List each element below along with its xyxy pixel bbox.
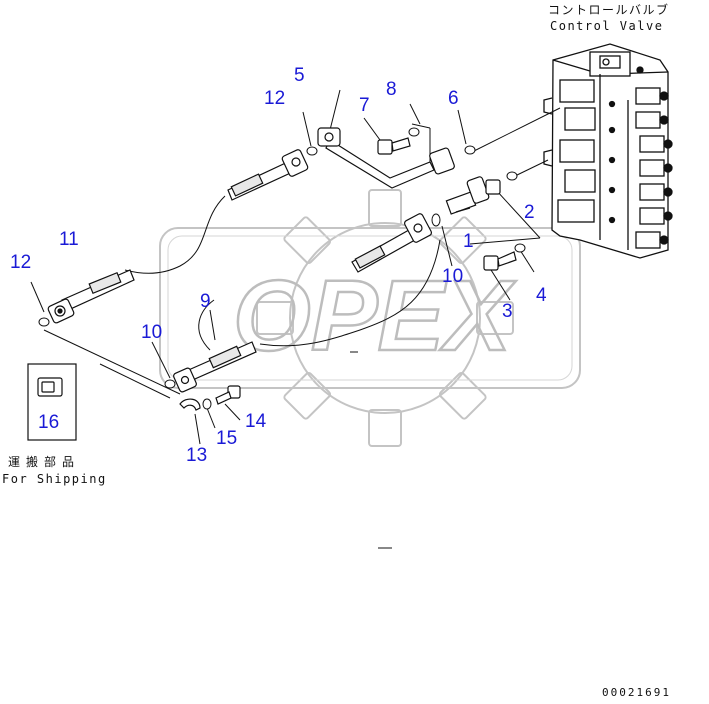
washer-15-icon [202,398,212,410]
bolt-14-icon [215,385,241,405]
watermark-text: OPEX [233,260,516,372]
control-valve-label-en: Control Valve [550,19,664,33]
cover-16-icon [37,377,63,397]
drawing-code: 00021691 [602,686,671,699]
callout-12-lower: 12 [10,252,32,273]
callout-8: 8 [386,79,397,100]
callout-10-lower: 10 [141,322,163,343]
watermark-frame [159,227,581,389]
callout-13: 13 [186,445,208,466]
o-ring-2-icon [506,171,518,181]
o-ring-12-icon [306,146,318,156]
callout-12-upper: 12 [264,88,286,109]
watermark-frame-inner [167,235,573,381]
o-ring-10-icon [431,213,441,227]
gear-watermark-icon [256,189,514,447]
callout-16: 16 [38,412,60,433]
callout-9: 9 [200,291,211,312]
callout-7: 7 [359,95,370,116]
washer-8-icon [408,127,420,137]
callout-2: 2 [524,202,535,223]
callout-5: 5 [294,65,305,86]
hose-11-icon [47,269,135,324]
hose-12-icon [227,149,309,201]
callout-10-upper: 10 [442,266,464,287]
o-ring-6-icon [464,145,476,155]
callout-3: 3 [502,301,513,322]
control-valve-label-jp: コントロールバルブ [548,3,670,17]
callout-1: 1 [463,231,474,252]
hose-10-icon [351,213,433,273]
callout-11: 11 [59,229,79,250]
hose-9-icon [173,341,257,393]
shipping-box [27,363,77,441]
o-ring-10-lower-icon [164,379,176,389]
control-valve-icon [543,43,673,259]
callout-15: 15 [216,428,238,449]
pipe-5-icon [317,127,455,189]
callout-6: 6 [448,88,459,109]
shipping-label-en: For Shipping [2,472,107,486]
callout-4: 4 [536,285,547,306]
split-flange-13-icon [179,398,201,411]
fitting-1-icon [445,176,501,215]
hose-routing-lines [124,195,441,351]
shipping-label-jp: 運搬部品 [8,455,81,469]
washer-4-icon [514,243,526,253]
callout-14: 14 [245,411,267,432]
bolt-7-icon [377,137,411,155]
o-ring-12-lower-icon [38,317,50,327]
bolt-3-icon [483,251,517,271]
